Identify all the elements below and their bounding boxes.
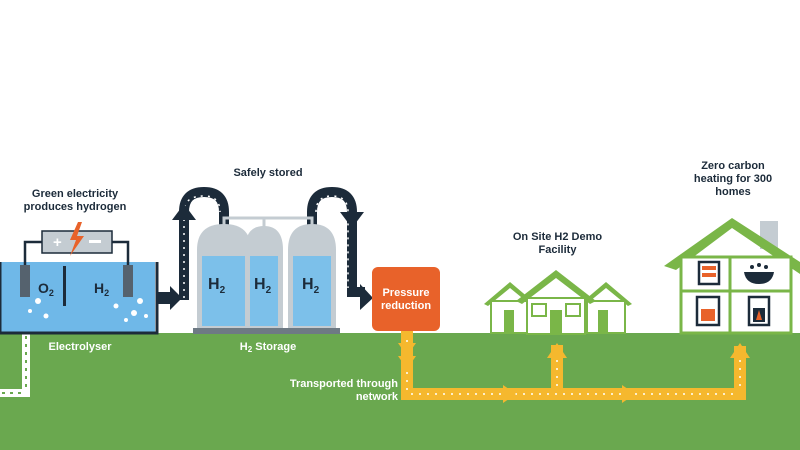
electrolyser-label: Electrolyser [48,341,112,353]
cylinder-2-label: H2 [254,276,272,296]
on-site-label: On Site H2 Demo Facility [512,231,603,256]
gas-network [398,331,750,403]
h2-electrolyser-label: H2 [94,280,109,298]
electrolyser-tank: + [0,222,159,335]
safely-stored-label: Safely stored [233,167,303,179]
cylinder-3-label: H2 [302,276,320,296]
green-electricity-label: Green electricity produces hydrogen [23,188,127,213]
big-house [664,218,800,335]
demo-houses [484,270,632,335]
underground-pipe [0,333,30,397]
zero-carbon-label: Zero carbon heating for 300 homes [693,160,773,198]
svg-text:+: + [53,234,62,251]
h2-storage-label: H2 Storage [239,341,297,354]
cylinder-1-label: H2 [208,276,226,296]
o2-label: O2 [38,280,54,298]
flow-arrow-to-storage [157,286,182,310]
storage-cylinders [193,224,340,334]
storage-pipes [172,186,373,310]
pressure-reduction-box [372,267,440,331]
transported-label: Transported through network [289,378,398,403]
pressure-reduction-label: Pressure reduction [380,287,432,312]
